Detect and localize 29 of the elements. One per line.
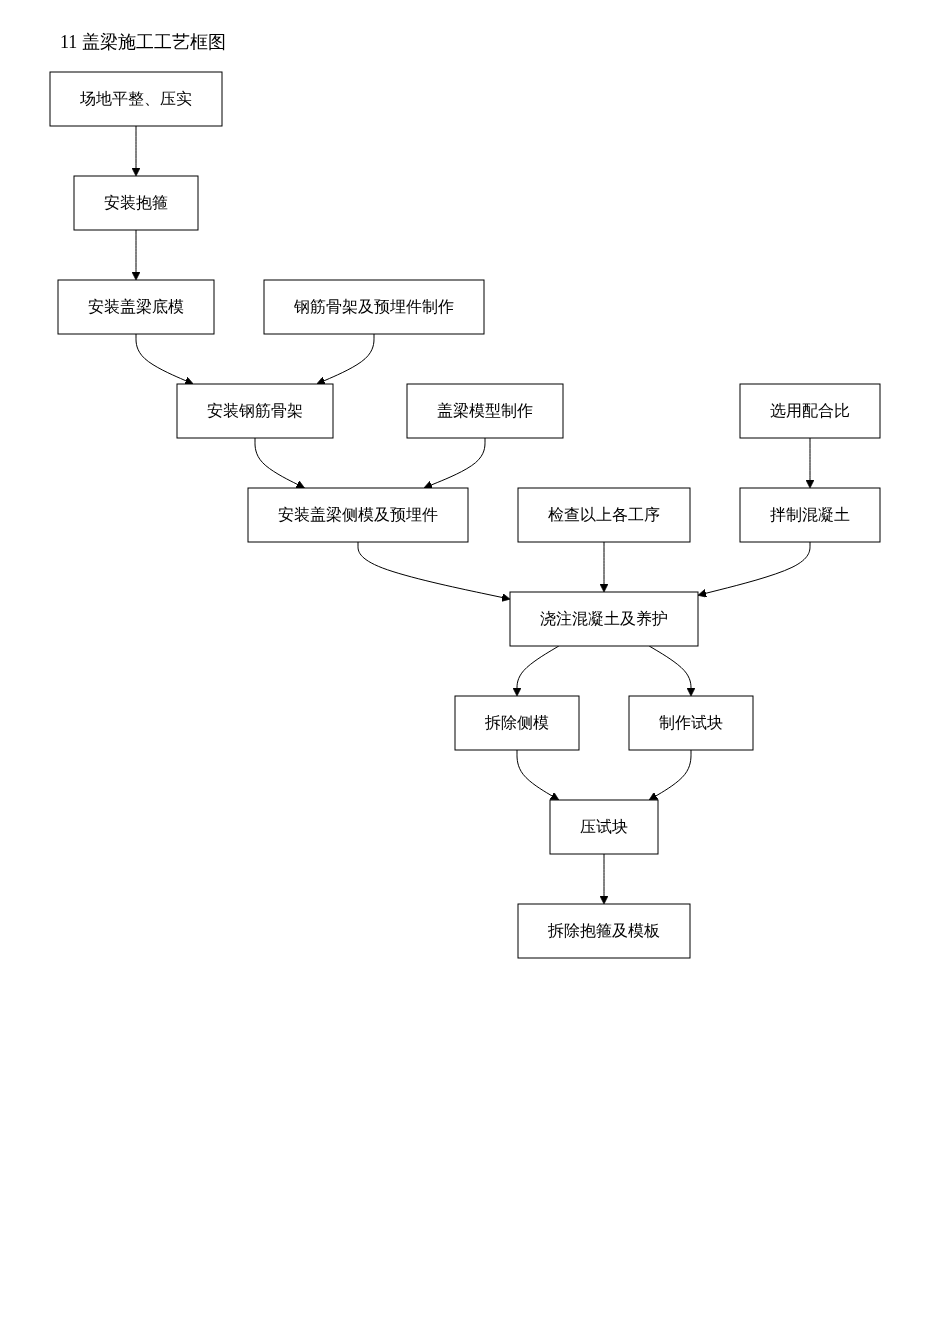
arrow: [135, 333, 194, 385]
node-box: 检查以上各工序: [517, 487, 691, 543]
node-box: 制作试块: [628, 695, 754, 751]
arrow: [697, 541, 811, 598]
node-box: 钢筋骨架及预埋件制作: [263, 279, 485, 335]
diagram-title: 11 盖梁施工工艺框图: [60, 31, 227, 54]
node-box: 压试块: [549, 799, 659, 855]
node-box: 安装抱箍: [73, 175, 199, 231]
arrow: [131, 125, 141, 177]
node-box: 拆除侧模: [454, 695, 580, 751]
node-box: 选用配合比: [739, 383, 881, 439]
arrow: [805, 437, 815, 489]
arrow: [357, 541, 511, 602]
node-box: 盖梁模型制作: [406, 383, 564, 439]
node-box: 安装钢筋骨架: [176, 383, 334, 439]
node-box: 拆除抱箍及模板: [517, 903, 691, 959]
node-box: 场地平整、压实: [49, 71, 223, 127]
arrow: [599, 541, 609, 593]
arrow: [316, 333, 375, 385]
node-box: 浇注混凝土及养护: [509, 591, 699, 647]
node-box: 安装盖梁侧模及预埋件: [247, 487, 469, 543]
arrow: [516, 749, 560, 801]
arrow: [648, 749, 692, 801]
node-box: 安装盖梁底模: [57, 279, 215, 335]
arrow: [131, 229, 141, 281]
arrow: [423, 437, 486, 490]
arrow: [254, 437, 305, 489]
node-box: 拌制混凝土: [739, 487, 881, 543]
arrow: [599, 853, 609, 905]
